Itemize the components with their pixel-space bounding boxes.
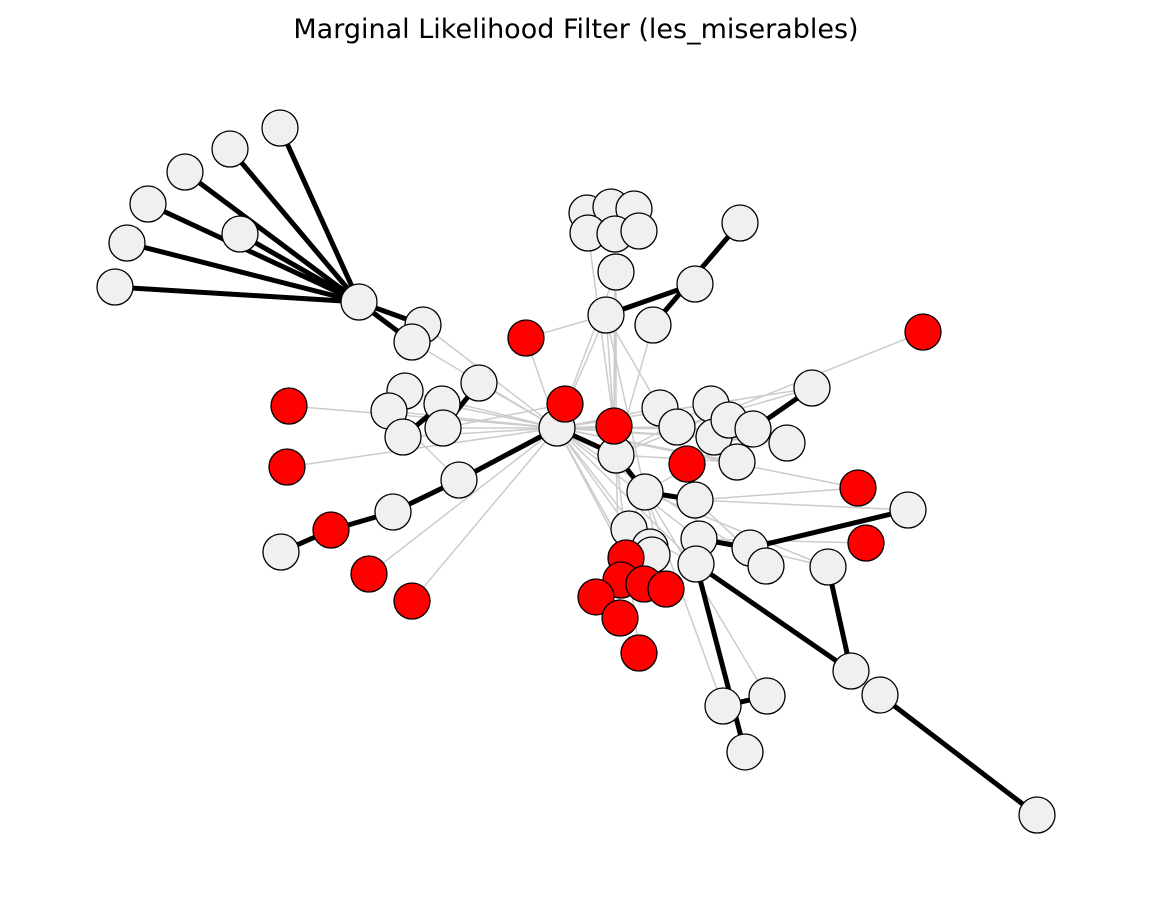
node	[721, 204, 759, 242]
highlighted-node	[312, 511, 350, 549]
node	[768, 424, 806, 462]
node	[861, 676, 899, 714]
backbone-edge	[228, 147, 361, 304]
edge	[644, 491, 724, 707]
edge	[411, 427, 558, 602]
node	[460, 364, 498, 402]
node	[211, 130, 249, 168]
backbone-edge	[183, 169, 361, 305]
node	[262, 533, 300, 571]
edge	[442, 403, 566, 429]
highlighted-node	[577, 578, 615, 616]
backbone-edge	[238, 231, 361, 305]
backbone-edge	[749, 507, 909, 551]
node	[704, 687, 742, 725]
node	[658, 408, 696, 446]
node	[748, 677, 786, 715]
edge	[368, 427, 558, 575]
node	[424, 409, 462, 447]
edge	[605, 314, 646, 493]
edge	[556, 427, 700, 540]
edge	[556, 427, 697, 565]
edge	[286, 427, 558, 468]
node	[440, 461, 478, 499]
backbone-edge	[277, 126, 362, 304]
chart-title: Marginal Likelihood Filter (les_miserabl…	[293, 14, 859, 45]
highlighted-node	[847, 524, 885, 562]
node	[809, 548, 847, 586]
node	[832, 652, 870, 690]
node	[1018, 796, 1056, 834]
highlighted-node	[350, 555, 388, 593]
highlighted-node	[839, 469, 877, 507]
highlighted-node	[393, 582, 431, 620]
node	[129, 185, 167, 223]
backbone-edge	[146, 201, 361, 305]
node	[108, 224, 146, 262]
node	[726, 733, 764, 771]
highlighted-node	[268, 448, 306, 486]
node	[384, 418, 422, 456]
highlighted-node	[904, 313, 942, 351]
node	[587, 296, 625, 334]
node	[676, 265, 714, 303]
highlighted-node	[601, 599, 639, 637]
backbone-edge	[694, 561, 853, 674]
node	[718, 443, 756, 481]
graph-nodes	[96, 109, 1056, 834]
highlighted-node	[595, 407, 633, 445]
node	[734, 410, 772, 448]
node	[166, 153, 204, 191]
highlighted-node	[668, 445, 706, 483]
edge	[388, 410, 558, 429]
edge	[694, 487, 859, 501]
node	[374, 493, 412, 531]
highlighted-node	[507, 319, 545, 357]
highlighted-node	[647, 570, 685, 608]
node	[677, 545, 715, 583]
node	[597, 253, 635, 291]
backbone-edge	[693, 563, 748, 753]
node	[793, 369, 831, 407]
backbone-edge	[114, 284, 360, 305]
node	[221, 215, 259, 253]
highlighted-node	[546, 385, 584, 423]
node	[676, 481, 714, 519]
node	[620, 212, 658, 250]
edge	[644, 491, 829, 568]
edge	[676, 387, 813, 428]
node	[626, 473, 664, 511]
node	[261, 109, 299, 147]
highlighted-node	[270, 387, 308, 425]
node	[747, 547, 785, 585]
backbone-edge	[878, 693, 1039, 817]
node	[634, 306, 672, 344]
node	[393, 323, 431, 361]
backbone-edge	[126, 240, 360, 305]
highlighted-node	[620, 634, 658, 672]
edge	[694, 499, 909, 511]
node	[889, 491, 927, 529]
node	[96, 268, 134, 306]
node	[340, 283, 378, 321]
